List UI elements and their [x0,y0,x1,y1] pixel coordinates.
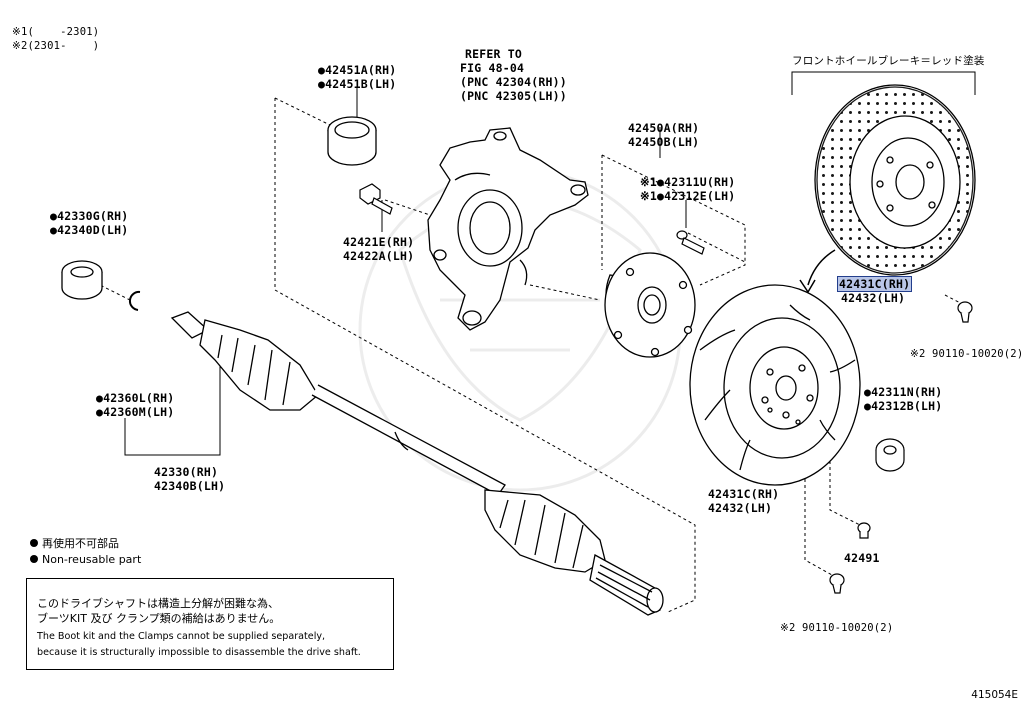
label-shaft-rh[interactable]: 42330(RH) [154,465,219,479]
note-en-line-1: The Boot kit and the Clamps cannot be su… [37,631,326,642]
label-red-disc-rh-highlight[interactable]: 42431C(RH) [836,276,913,292]
refer-line-2[interactable]: FIG 48-04 [460,61,525,75]
footnote-1: ※1( -2301) [12,26,100,38]
note-jp-line-1: このドライブシャフトは構造上分解が困難な為、 [37,597,279,610]
pin-part [857,522,871,539]
legend-text-en: Non-reusable part [42,553,142,566]
label-disc-rh[interactable]: 42431C(RH) [708,487,780,501]
label-bolt-rh[interactable]: 42421E(RH) [343,235,415,249]
legend-text-jp: 再使用不可部品 [42,537,119,550]
refer-line-3[interactable]: (PNC 42304(RH)) [460,75,567,89]
swap-arrow [807,249,836,286]
label-hubbolt-rh[interactable]: ※1●42311U(RH) [640,175,736,189]
label-bearing-rh[interactable]: ●42330G(RH) [50,209,129,223]
nut-part [875,438,905,472]
label-seal-rh[interactable]: ●42451A(RH) [318,63,397,77]
bearing-part [61,260,103,300]
label-screw-top[interactable]: ※2 90110-10020(2) [910,348,1024,360]
label-pin[interactable]: 42491 [844,551,880,565]
hub-bolt-part [676,230,705,255]
label-nut-lh[interactable]: ●42312B(LH) [864,399,943,413]
note-en-line-2: because it is structurally impossible to… [37,647,361,658]
note-box: このドライブシャフトは構造上分解が困難な為、 ブーツKIT 及び クランプ類の補… [26,578,394,670]
seal-part [327,116,377,166]
label-seal-lh[interactable]: ●42451B(LH) [318,77,397,91]
label-boot-rh[interactable]: ●42360L(RH) [96,391,175,405]
red-disc-caption: フロントホイールブレーキ＝レッド塗装 [792,55,985,67]
hub-assembly-part [604,252,696,358]
snap-ring-part [129,290,141,311]
label-disc-lh[interactable]: 42432(LH) [708,501,773,515]
bullet-icon [30,539,38,547]
label-red-disc-lh[interactable]: 42432(LH) [841,291,906,305]
label-red-disc-rh[interactable]: 42431C(RH) [836,276,913,292]
dashed-leader-lines [89,97,969,613]
drilled-disc-red [814,84,976,276]
refer-line-4[interactable]: (PNC 42305(LH)) [460,89,567,103]
label-shaft-lh[interactable]: 42340B(LH) [154,479,226,493]
legend-item-en: Non-reusable part [30,553,141,567]
footnote-2: ※2(2301- ) [12,40,100,52]
refer-line-1[interactable]: REFER TO [465,47,522,61]
label-hub-rh[interactable]: 42450A(RH) [628,121,700,135]
figure-number: 415054E [971,689,1018,701]
label-hubbolt-lh[interactable]: ※1●42312E(LH) [640,189,736,203]
slotted-disc [689,284,861,486]
knuckle-bolt-part [359,183,393,215]
label-bearing-lh[interactable]: ●42340D(LH) [50,223,129,237]
steering-knuckle-part [427,127,589,331]
label-bolt-lh[interactable]: 42422A(LH) [343,249,415,263]
bullet-icon [30,555,38,563]
note-jp-line-2: ブーツKIT 及び クランプ類の補給はありません。 [37,612,281,625]
label-boot-lh[interactable]: ●42360M(LH) [96,405,175,419]
label-nut-rh[interactable]: ●42311N(RH) [864,385,943,399]
screw-bottom-part [829,573,845,594]
drive-shaft-part [170,311,664,616]
label-screw-bottom[interactable]: ※2 90110-10020(2) [780,622,894,634]
legend-item-jp: 再使用不可部品 [30,537,119,551]
label-hub-lh[interactable]: 42450B(LH) [628,135,700,149]
screw-top-part [957,301,973,323]
